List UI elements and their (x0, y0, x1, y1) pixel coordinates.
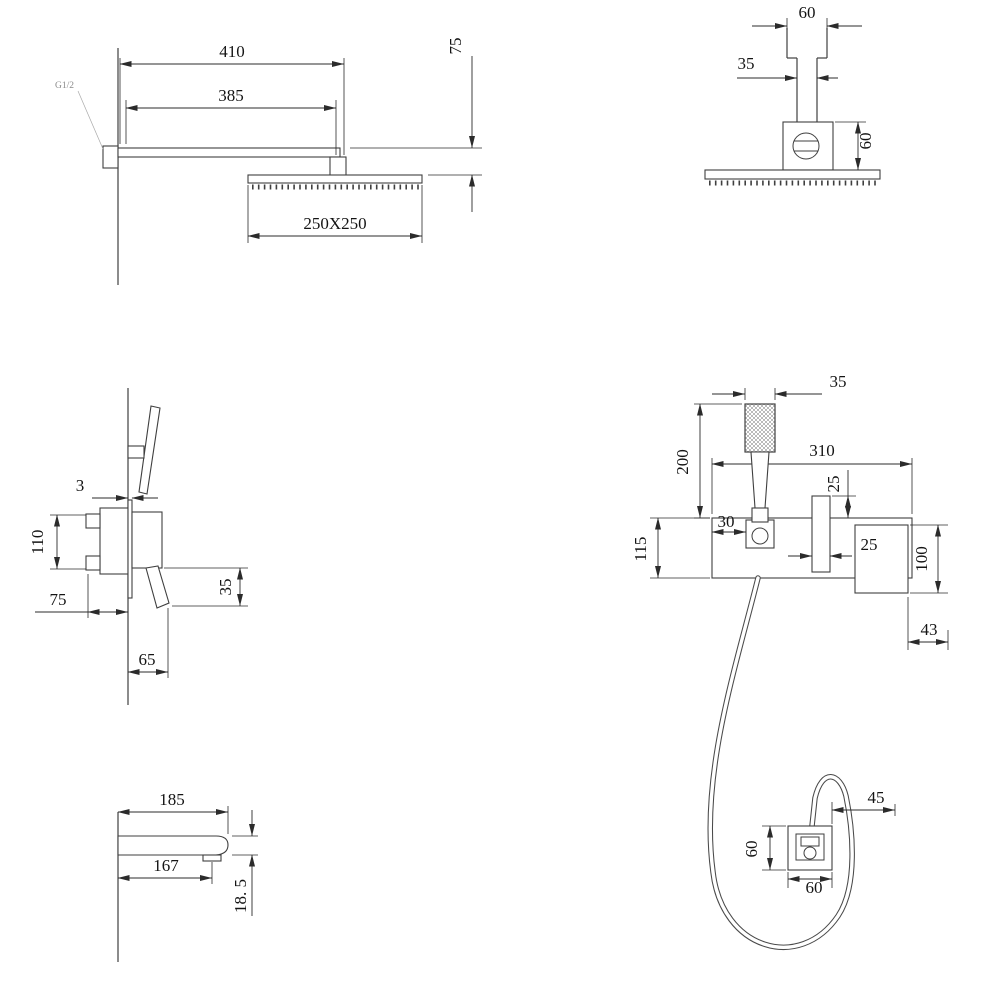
thread-label-g12: G1/2 (55, 81, 74, 91)
view-overhead-shower-front: 60 35 60 (704, 3, 881, 186)
dim-box-depth-75: 75 (35, 574, 128, 618)
dim-knob-rise-25: 25 (824, 470, 856, 518)
spout-aerator (202, 854, 222, 862)
dim-plate-width-310: 310 (711, 441, 913, 514)
dim-label-60-vertical: 60 (742, 841, 761, 858)
view-spout-side: 185 167 18. 5 (117, 790, 258, 962)
hand-shower-bracket (127, 445, 145, 459)
dim-handle-side-43: 43 (907, 597, 949, 650)
dim-outlet-height-60: 60 (742, 825, 786, 871)
dim-label-35-mixer: 35 (216, 579, 235, 596)
dim-handle-height-100: 100 (910, 524, 948, 594)
dim-plate-thickness-3: 3 (76, 476, 158, 501)
dim-label-35-front: 35 (738, 54, 755, 73)
dim-label-110: 110 (28, 530, 47, 555)
dim-label-310: 310 (809, 441, 835, 460)
outlet-box (787, 825, 833, 871)
view-overhead-shower-side: 410 385 75 250X250 G1/2 (55, 38, 482, 285)
dim-pipe-35: 35 (737, 54, 838, 81)
supply-inlet-bottom (85, 555, 101, 571)
dim-label-385: 385 (218, 86, 244, 105)
diverter-knob (811, 495, 831, 573)
dim-label-185: 185 (159, 790, 185, 809)
dim-spout-height-18-5: 18. 5 (231, 810, 258, 916)
dim-head-size-250x250: 250X250 (247, 185, 423, 243)
mixer-body-side (131, 511, 163, 569)
mixer-lever (145, 565, 170, 609)
view-hose-outlet-front: 45 60 60 (742, 788, 896, 897)
dim-arm-length-410: 410 (119, 42, 345, 155)
dim-plate-height-115: 115 (631, 517, 710, 579)
view-mixer-front: 35 310 200 25 30 115 (631, 372, 949, 950)
dim-flange-60: 60 (752, 3, 862, 30)
dim-label-30: 30 (718, 512, 735, 531)
shower-hose (707, 575, 855, 950)
shower-arm (117, 147, 341, 158)
dim-label-35-hand: 35 (830, 372, 847, 391)
wall-mount-flange (102, 145, 119, 169)
dim-joint-height-60: 60 (835, 121, 875, 170)
dim-label-200: 200 (673, 449, 692, 475)
dim-label-60-top: 60 (799, 3, 816, 22)
dim-label-18-5: 18. 5 (231, 879, 250, 913)
outlet-inner-frame (795, 833, 825, 861)
dim-label-65: 65 (139, 650, 156, 669)
shower-head-plate (247, 174, 423, 184)
view-mixer-side: 3 110 75 35 65 (28, 388, 248, 705)
dim-aerator-offset-167: 167 (117, 856, 213, 884)
dim-label-60-side: 60 (856, 133, 875, 150)
dim-arm-inner-385: 385 (125, 86, 337, 155)
dim-outlet-width-60: 60 (787, 872, 833, 897)
dim-label-115: 115 (631, 537, 650, 562)
dim-label-75-side: 75 (446, 38, 465, 55)
hand-shower-holder (745, 519, 775, 549)
connector-box (782, 121, 834, 171)
dim-label-410: 410 (219, 42, 245, 61)
dim-label-25-width: 25 (861, 535, 878, 554)
holder-outlet (751, 527, 769, 545)
hand-shower-nut (751, 507, 769, 523)
spout-body (117, 835, 229, 856)
dim-label-45: 45 (868, 788, 885, 807)
arm-joint (329, 156, 347, 177)
dim-label-43: 43 (921, 620, 938, 639)
dim-lever-drop-35: 35 (164, 567, 248, 607)
dim-label-75-mixer: 75 (50, 590, 67, 609)
dim-spout-length-185: 185 (117, 790, 229, 834)
dim-label-100: 100 (912, 546, 931, 572)
dim-projection-65: 65 (127, 608, 169, 678)
dim-label-60-horizontal: 60 (806, 878, 823, 897)
dim-label-25-rise: 25 (824, 476, 843, 493)
handle-plate (854, 524, 909, 594)
hand-shower-handle (750, 451, 770, 509)
outlet-cone (803, 846, 817, 860)
hand-shower-spray-face (744, 403, 776, 453)
dim-label-250x250: 250X250 (303, 214, 366, 233)
dim-drop-75: 75 (350, 38, 482, 212)
dim-inlet-spacing-110: 110 (28, 514, 86, 570)
supply-inlet-top (85, 513, 101, 529)
valve-body-behind-wall (99, 507, 129, 575)
dim-hand-height-200: 200 (673, 403, 742, 519)
dim-hand-head-35: 35 (712, 372, 847, 400)
dim-holder-offset-30: 30 (711, 512, 746, 535)
dim-label-3: 3 (76, 476, 85, 495)
shower-head-front (704, 169, 881, 180)
dim-outlet-offset-45: 45 (831, 788, 896, 824)
ball-joint (792, 132, 820, 160)
escutcheon-plate-side (127, 499, 133, 599)
thread-callout: G1/2 (55, 81, 104, 150)
hand-shower-side (138, 405, 161, 495)
outlet-detail (800, 836, 820, 847)
dim-label-167: 167 (153, 856, 179, 875)
dim-knob-width-25: 25 (788, 535, 878, 559)
